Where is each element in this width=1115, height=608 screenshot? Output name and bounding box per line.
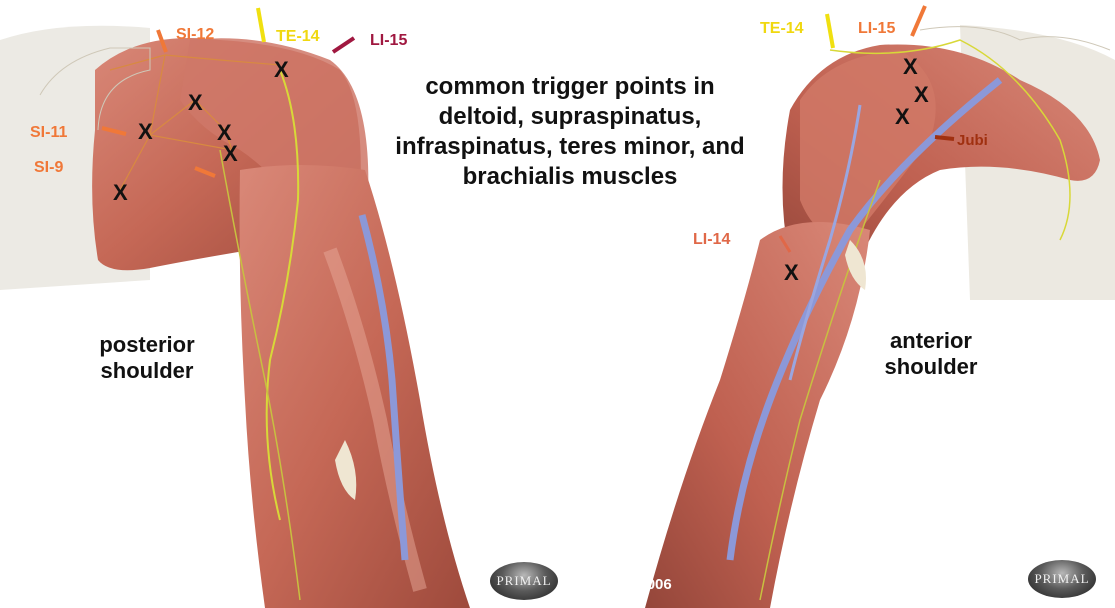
jubi-needle bbox=[935, 137, 954, 139]
li15-left-label: LI-15 bbox=[370, 33, 407, 49]
trigger-point-mark: X bbox=[138, 121, 153, 143]
trigger-point-mark: X bbox=[113, 182, 128, 204]
anterior-arm bbox=[645, 222, 870, 608]
posterior-shoulder-label: posterior shoulder bbox=[82, 332, 212, 384]
si9-label: SI-9 bbox=[34, 160, 63, 176]
si11-label: SI-11 bbox=[30, 125, 67, 141]
li15-right-needle bbox=[912, 6, 925, 36]
primal-logo: PRIMAL bbox=[1028, 560, 1096, 598]
li15-right-label: LI-15 bbox=[858, 21, 895, 37]
te14-left-needle bbox=[258, 8, 264, 42]
trigger-point-mark: X bbox=[895, 106, 910, 128]
trigger-point-mark: X bbox=[223, 143, 238, 165]
posterior-arm bbox=[240, 165, 470, 608]
te14-right-needle bbox=[827, 14, 833, 48]
li15-left-needle bbox=[333, 38, 354, 52]
si12-label: SI-12 bbox=[176, 27, 214, 43]
copyright-text: ictures 2006 bbox=[585, 576, 672, 593]
li14-label: LI-14 bbox=[693, 232, 730, 248]
trigger-point-mark: X bbox=[274, 59, 289, 81]
trigger-point-mark: X bbox=[903, 56, 918, 78]
image-caption-title: common trigger points in deltoid, supras… bbox=[380, 72, 760, 192]
jubi-label: Jubi bbox=[957, 133, 988, 148]
te14-left-label: TE-14 bbox=[276, 29, 320, 45]
trigger-point-mark: X bbox=[784, 262, 799, 284]
trigger-point-mark: X bbox=[914, 84, 929, 106]
te14-right-label: TE-14 bbox=[760, 21, 804, 37]
anterior-shoulder-label: anterior shoulder bbox=[866, 328, 996, 380]
trigger-point-mark: X bbox=[188, 92, 203, 114]
primal-logo: PRIMAL bbox=[490, 562, 558, 600]
